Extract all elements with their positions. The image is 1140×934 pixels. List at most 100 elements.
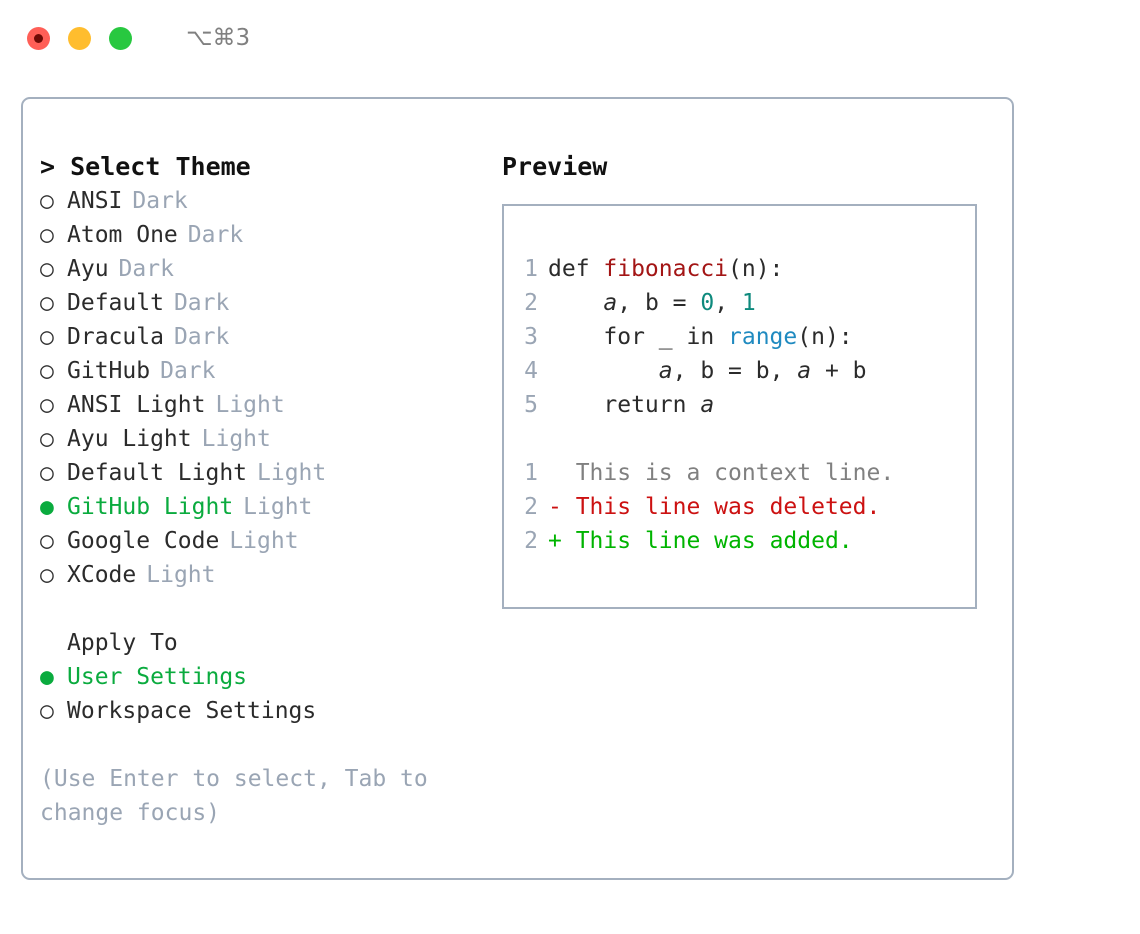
diff-line-text: This is a context line.	[561, 460, 895, 486]
radio-unselected-icon: ○	[40, 562, 54, 588]
code-token-plain: for _ in	[548, 324, 729, 350]
radio-unselected-icon: ○	[40, 290, 54, 316]
diff-line-number: 1	[524, 460, 538, 486]
code-token-plain: ,	[617, 290, 645, 316]
theme-option-variant-tag: Dark	[132, 188, 188, 214]
theme-option[interactable]: ○ Default Light Light	[40, 456, 480, 490]
code-line-content: a, b = b, a + b	[548, 354, 867, 388]
theme-option-label: Default	[67, 290, 164, 316]
diff-line: 1 This is a context line.	[504, 456, 975, 490]
radio-unselected-icon: ○	[40, 324, 54, 350]
code-line: 3 for _ in range(n):	[504, 320, 975, 354]
keyboard-shortcut-label: ⌥⌘3	[186, 25, 251, 51]
code-token-plain: (n):	[728, 256, 784, 282]
window-controls	[27, 26, 132, 50]
code-line: 1 def fibonacci(n):	[504, 252, 975, 286]
radio-unselected-icon: ○	[40, 426, 54, 452]
code-token-plain	[548, 358, 659, 384]
diff-sign-addition: +	[548, 528, 562, 554]
code-line-content: for _ in range(n):	[548, 320, 853, 354]
code-token-plain: b	[644, 290, 659, 316]
code-line: 2 a, b = 0, 1	[504, 286, 975, 320]
theme-option-label: ANSI Light	[67, 392, 206, 418]
code-line-content: a, b = 0, 1	[548, 286, 756, 320]
code-token-plain: (n):	[797, 324, 853, 350]
list-spacer	[40, 592, 480, 626]
radio-unselected-icon: ○	[40, 460, 54, 486]
apply-to-header: Apply To	[67, 630, 178, 656]
diff-line: 2 + This line was added.	[504, 524, 975, 558]
code-token-number: 1	[741, 290, 756, 316]
theme-option-label: Ayu	[67, 256, 109, 282]
code-token-plain: =	[658, 290, 701, 316]
theme-option-variant-tag: Light	[257, 460, 327, 486]
radio-unselected-icon: ○	[40, 256, 54, 282]
diff-sign-deletion: -	[548, 494, 562, 520]
diff-line: 2- This line was deleted.	[504, 490, 975, 524]
theme-option-label: GitHub Light	[67, 494, 234, 520]
code-token-plain: return	[548, 392, 701, 418]
maximize-button[interactable]	[109, 26, 132, 50]
radio-selected-icon: ●	[40, 664, 54, 690]
diff-sample: 1 This is a context line.2- This line wa…	[504, 456, 975, 558]
code-token-plain: def	[548, 256, 604, 282]
theme-selector-title: > Select Theme	[40, 152, 251, 181]
code-line-content: def fibonacci(n):	[548, 252, 783, 286]
apply-to-option-label: User Settings	[67, 664, 248, 690]
theme-option-label: Google Code	[67, 528, 220, 554]
code-token-builtin: range	[728, 324, 798, 350]
theme-option-label: Default Light	[67, 460, 248, 486]
theme-option-variant-tag: Dark	[118, 256, 174, 282]
radio-unselected-icon: ○	[40, 698, 54, 724]
code-token-number: 0	[700, 290, 715, 316]
code-token-function: fibonacci	[603, 256, 729, 282]
diff-sign-context	[548, 456, 562, 490]
theme-option[interactable]: ○ Ayu Dark	[40, 252, 480, 286]
theme-option-label: Ayu Light	[67, 426, 192, 452]
code-token-plain: ,	[714, 290, 742, 316]
close-button[interactable]	[27, 26, 50, 50]
theme-option-variant-tag: Dark	[160, 358, 216, 384]
minimize-button[interactable]	[68, 26, 91, 50]
diff-line-number: 2	[524, 528, 538, 554]
code-token-plain	[548, 290, 603, 316]
preview-title: Preview	[502, 152, 608, 181]
apply-to-option[interactable]: ● User Settings	[40, 660, 480, 694]
code-token-variable: a	[658, 358, 673, 384]
code-token-variable: a	[603, 290, 618, 316]
theme-option-label: ANSI	[67, 188, 123, 214]
theme-option-variant-tag: Light	[243, 494, 313, 520]
code-line-number: 3	[524, 324, 538, 350]
apply-to-option[interactable]: ○Workspace Settings	[40, 694, 480, 728]
radio-unselected-icon: ○	[40, 358, 54, 384]
theme-option-variant-tag: Light	[215, 392, 285, 418]
code-token-variable: a	[797, 358, 812, 384]
code-line-number: 1	[524, 256, 538, 282]
theme-option[interactable]: ○ XCode Light	[40, 558, 480, 592]
theme-option-variant-tag: Dark	[187, 222, 244, 248]
diff-line-text: This line was deleted.	[561, 494, 881, 520]
theme-option-variant-tag: Light	[146, 562, 216, 588]
theme-option-label: XCode	[67, 562, 137, 588]
radio-unselected-icon: ○	[40, 222, 54, 248]
diff-line-number: 2	[524, 494, 538, 520]
radio-unselected-icon: ○	[40, 528, 54, 554]
code-token-variable: a	[700, 392, 715, 418]
diff-line-text: This line was added.	[561, 528, 853, 554]
apply-to-list[interactable]: ● User Settings ○Workspace Settings	[40, 660, 480, 728]
